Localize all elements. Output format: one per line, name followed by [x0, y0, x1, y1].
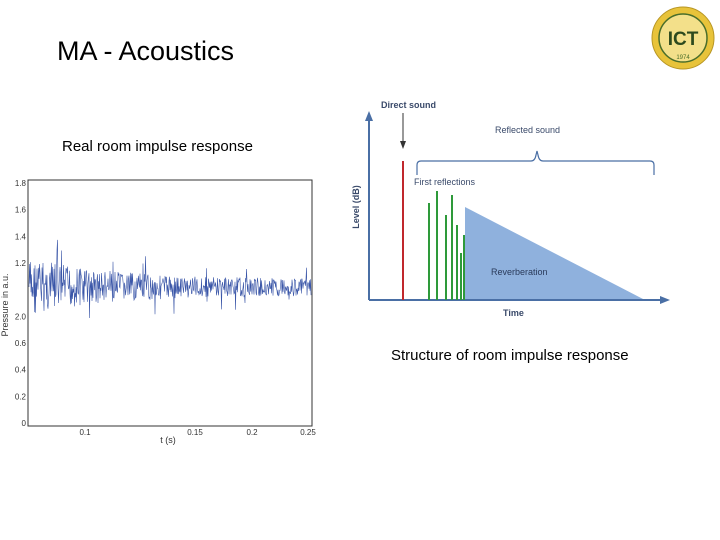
y-tick-label: 0.2	[15, 392, 27, 401]
label-time: Time	[503, 308, 524, 318]
y-tick-label: 0.6	[15, 339, 27, 348]
x-tick-label: 0.15	[187, 428, 203, 437]
level-axis-arrow	[365, 111, 373, 121]
label-reverberation: Reverberation	[491, 267, 548, 277]
x-tick-label: 0.2	[246, 428, 258, 437]
impulse-waveform	[28, 239, 312, 319]
x-tick-label: 0.25	[300, 428, 316, 437]
direct-sound-pointer-head	[400, 141, 406, 149]
logo-text: ICT	[668, 29, 699, 50]
x-tick-label: 0.1	[79, 428, 91, 437]
y-axis-label: Pressure in a.u.	[0, 273, 10, 336]
reflected-sound-brace	[416, 150, 655, 175]
ict-logo: ICT 1974	[651, 6, 715, 70]
logo-year: 1974	[676, 55, 690, 61]
y-tick-labels: 1.8 1.6 1.4 1.2 2.0 0.6 0.4 0.2 0	[15, 179, 27, 428]
y-tick-label: 1.8	[15, 179, 27, 188]
label-reflected-sound: Reflected sound	[495, 125, 560, 135]
caption-real-impulse: Real room impulse response	[62, 138, 253, 155]
x-tick-labels: 0.1 0.15 0.2 0.25	[79, 428, 316, 437]
time-axis-arrow	[660, 296, 670, 304]
y-tick-label: 1.4	[15, 232, 27, 241]
label-level: Level (dB)	[351, 185, 361, 229]
y-tick-label: 1.6	[15, 206, 27, 215]
y-tick-label: 0.4	[15, 366, 27, 375]
slide-title: MA - Acoustics	[57, 36, 235, 66]
y-tick-label: 0	[22, 419, 27, 428]
impulse-structure-diagram: Direct sound Reflected sound First refle…	[351, 100, 670, 318]
label-direct-sound: Direct sound	[381, 100, 436, 110]
impulse-response-plot: 1.8 1.6 1.4 1.2 2.0 0.6 0.4 0.2 0 0.1 0.15 0.2 0.25…	[0, 179, 316, 445]
reverberation-area	[465, 207, 645, 300]
first-reflections-lines	[428, 191, 465, 300]
y-tick-label: 1.2	[15, 259, 27, 268]
x-axis-label: t (s)	[160, 435, 176, 445]
caption-structure: Structure of room impulse response	[391, 347, 629, 364]
y-tick-label: 2.0	[15, 312, 27, 321]
plot-frame	[27, 179, 313, 427]
label-first-reflections: First reflections	[414, 177, 476, 187]
